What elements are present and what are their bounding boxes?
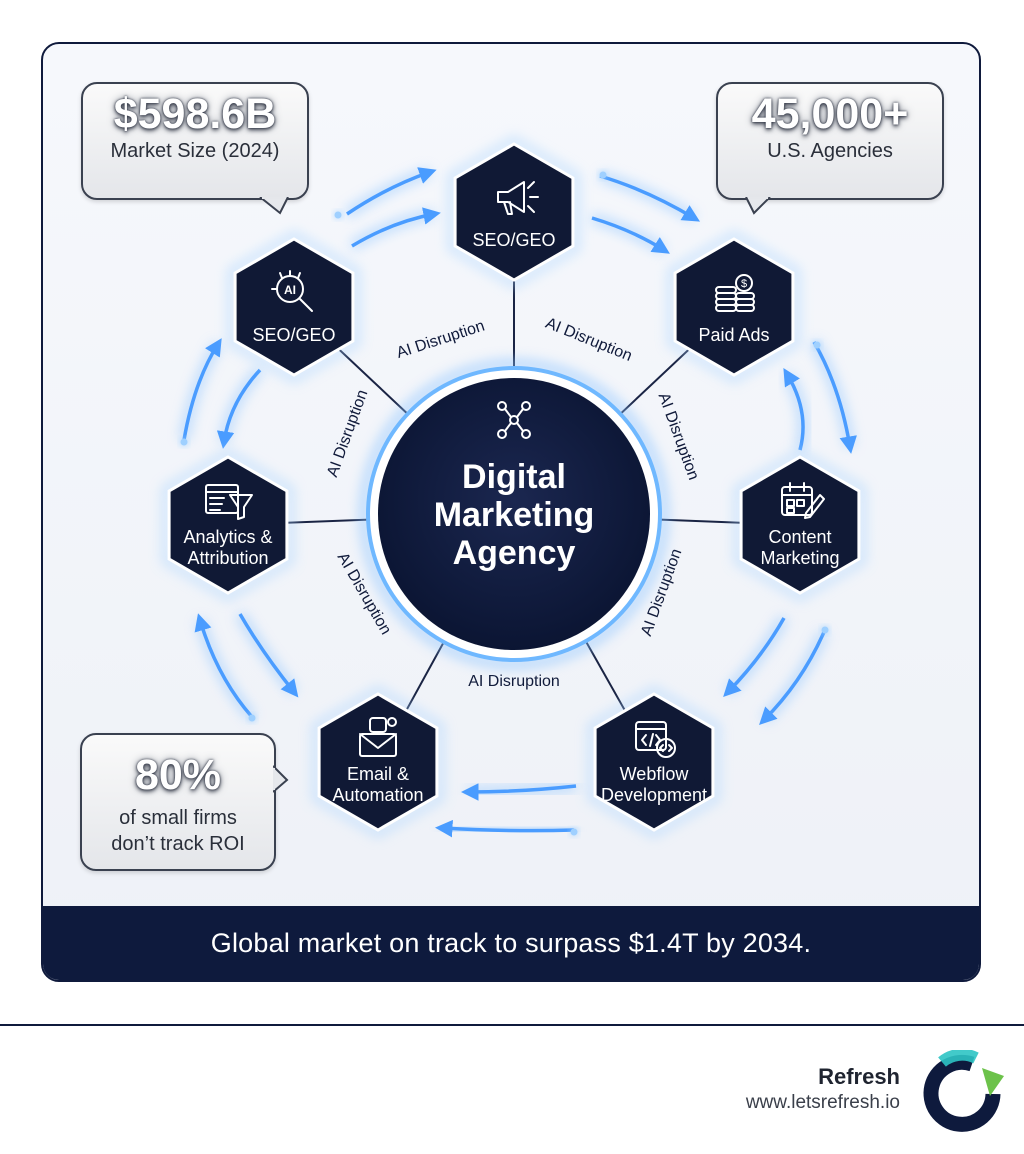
footer-divider xyxy=(0,1024,1024,1026)
footer-banner: Global market on track to surpass $1.4T … xyxy=(43,906,979,980)
megaphone-icon xyxy=(497,181,539,215)
arrow-dot xyxy=(570,828,578,836)
arrow-dot xyxy=(821,626,829,634)
node-label: Content xyxy=(768,527,831,547)
funnel-chart-icon xyxy=(205,484,253,520)
callout-small-firms: 80% of small firms don’t track ROI xyxy=(80,733,276,871)
service-node: Email &Automation xyxy=(311,685,445,839)
cycle-arrow xyxy=(591,216,670,254)
arrow-glow xyxy=(349,209,435,251)
cycle-arrow xyxy=(216,368,262,449)
callout-market-size-tail xyxy=(259,197,289,215)
callout-agencies-tail xyxy=(745,197,771,215)
svg-text:AI: AI xyxy=(284,283,296,297)
arrow-dot xyxy=(248,714,256,722)
node-label: Marketing xyxy=(760,548,839,568)
center-title-line: Agency xyxy=(453,534,576,572)
cycle-arrow xyxy=(599,174,701,222)
callout-agencies-caption: U.S. Agencies xyxy=(767,140,893,162)
service-node: Analytics &Attribution xyxy=(161,448,295,602)
node-label: Paid Ads xyxy=(698,325,769,345)
node-hexagon xyxy=(167,455,289,595)
cycle-arrow xyxy=(461,783,577,801)
callout-market-size-caption: Market Size (2024) xyxy=(110,140,280,162)
callout-agencies-value: 45,000+ xyxy=(751,90,909,138)
network-nodes-icon xyxy=(497,401,531,439)
calendar-edit-icon xyxy=(781,482,825,519)
service-node: $ Paid Ads xyxy=(667,230,801,384)
arrow-glow xyxy=(195,618,256,721)
arrow-dot xyxy=(599,171,607,179)
node-label: Webflow xyxy=(620,764,690,784)
node-hexagon xyxy=(739,455,861,595)
brand-url[interactable]: www.letsrefresh.io xyxy=(745,1092,900,1113)
node-label: Development xyxy=(601,785,707,805)
node-hexagon xyxy=(233,237,355,377)
cycle-arrow xyxy=(238,613,299,698)
node-label: SEO/GEO xyxy=(472,230,555,250)
svg-text:$: $ xyxy=(741,278,747,290)
edge-label-ai-disruption: AI Disruption xyxy=(394,317,486,361)
node-label: Analytics & xyxy=(183,527,272,547)
service-node: SEO/GEO xyxy=(447,135,581,289)
callout-small-firms-caption-2: don’t track ROI xyxy=(111,833,245,855)
center-glow xyxy=(359,359,669,669)
cycle-arrow xyxy=(346,167,437,216)
callout-small-firms-caption-1: of small firms xyxy=(119,807,237,829)
center-title-line: Marketing xyxy=(434,496,595,534)
center-circle xyxy=(378,378,650,650)
arrow-dot xyxy=(813,341,821,349)
service-nodes: SEO/GEO$Paid AdsContentMarketingWebflowD… xyxy=(161,135,867,839)
node-label: Attribution xyxy=(187,548,268,568)
cycle-arrow xyxy=(783,368,805,451)
cycle-arrow xyxy=(759,631,826,725)
center-title-line: Digital xyxy=(462,458,566,496)
cycle-arrows xyxy=(179,167,857,838)
arrow-glow xyxy=(760,629,829,724)
cycle-arrow xyxy=(435,819,575,838)
callout-small-firms-value: 80% xyxy=(134,751,222,799)
brand-name: Refresh xyxy=(818,1064,900,1089)
node-hexagon xyxy=(317,692,439,832)
cycle-arrow xyxy=(812,341,857,454)
callout-market-size-value: $598.6B xyxy=(113,90,277,138)
cycle-arrow xyxy=(351,207,441,248)
node-hexagon xyxy=(673,237,795,377)
cycle-arrow xyxy=(723,617,786,698)
callout-agencies: 45,000+ U.S. Agencies xyxy=(716,82,944,200)
edge-label-ai-disruption: AI Disruption xyxy=(468,673,560,690)
node-label: Automation xyxy=(332,785,423,805)
arrow-glow xyxy=(179,341,223,441)
service-node: AI SEO/GEO xyxy=(227,230,361,384)
callout-small-firms-tail xyxy=(273,765,289,793)
arrow-dot xyxy=(180,438,188,446)
code-window-icon xyxy=(635,721,676,758)
refresh-logo-icon xyxy=(923,1050,1004,1132)
footer-text: Global market on track to surpass $1.4T … xyxy=(210,927,812,958)
node-label: SEO/GEO xyxy=(252,325,335,345)
arrow-glow xyxy=(219,366,264,443)
arrow-glow xyxy=(809,339,855,448)
coin-stack-icon: $ xyxy=(715,274,755,312)
envelope-icon xyxy=(359,717,397,757)
node-hexagon xyxy=(593,692,715,832)
ai-magnifier-icon: AI xyxy=(271,270,313,312)
edge-label-ai-disruption: AI Disruption xyxy=(543,315,634,365)
cycle-arrow xyxy=(194,613,254,719)
node-hexagon xyxy=(453,142,575,282)
node-label: Email & xyxy=(347,764,409,784)
arrow-dot xyxy=(334,211,342,219)
cycle-arrow xyxy=(182,338,222,441)
edge-label-ai-disruption: AI Disruption xyxy=(324,388,371,480)
callout-market-size: $598.6B Market Size (2024) xyxy=(81,82,309,200)
